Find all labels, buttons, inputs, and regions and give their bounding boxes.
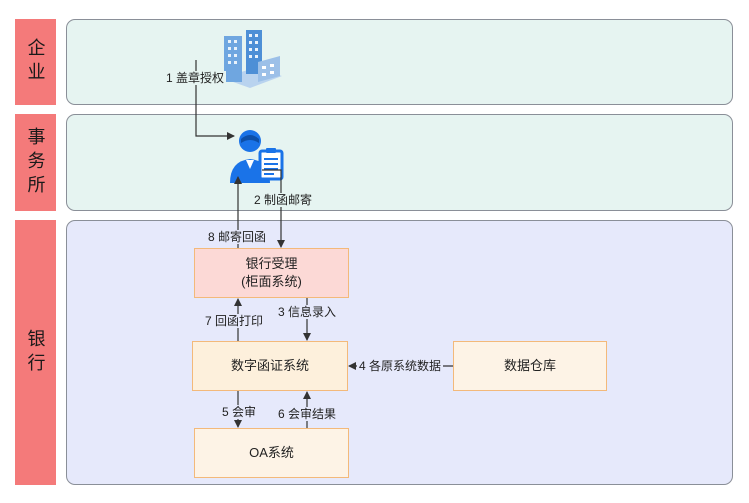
edge-7-label: 7 回函打印: [203, 314, 266, 328]
building-icon: [222, 30, 282, 88]
lane-bank: [66, 220, 733, 485]
lane-label-enterprise-text: 企业: [25, 38, 46, 86]
lane-firm: [66, 114, 733, 211]
bank-acceptance-title: 银行受理: [245, 256, 298, 271]
data-warehouse-label: 数据仓库: [503, 358, 556, 373]
edge-6-label: 6 会审结果: [276, 407, 339, 421]
digital-confirmation-system-label: 数字函证系统: [230, 358, 309, 373]
edge-2-arrow: [262, 169, 285, 248]
lane-label-firm-text: 事务所: [25, 126, 46, 199]
bank-acceptance-subtitle: (柜面系统): [241, 274, 302, 289]
edge-3-label: 3 信息录入: [276, 305, 339, 319]
edge-8-label: 8 邮寄回函: [206, 230, 269, 244]
edge-2-label: 2 制函邮寄: [252, 193, 315, 207]
oa-system-label: OA系统: [249, 445, 294, 460]
bank-acceptance-node: 银行受理 (柜面系统): [194, 248, 349, 298]
data-warehouse-node: 数据仓库: [453, 341, 607, 391]
edge-1-label: 1 盖章授权: [164, 71, 227, 85]
oa-system-node: OA系统: [194, 428, 349, 478]
edge-4-label: 4 各原系统数据: [357, 359, 444, 373]
edge-5-label: 5 会审: [220, 405, 259, 419]
digital-confirmation-system-node: 数字函证系统: [192, 341, 348, 391]
edge-1-arrow: [195, 60, 235, 140]
lane-label-bank-text: 银行: [25, 328, 46, 377]
lane-enterprise: [66, 19, 733, 105]
lane-label-enterprise: 企业: [15, 19, 56, 105]
lane-label-firm: 事务所: [15, 114, 56, 211]
auditor-person-icon: [230, 130, 284, 183]
lane-label-bank: 银行: [15, 220, 56, 485]
